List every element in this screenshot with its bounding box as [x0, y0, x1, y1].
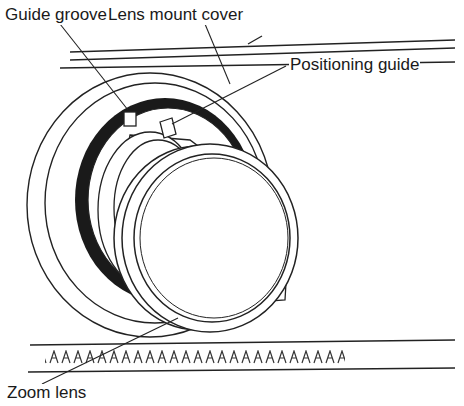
part-label: Zoom lens: [6, 384, 87, 403]
part-label: Guide groove: [4, 6, 108, 25]
leader-lines: [42, 24, 286, 384]
part-label: Positioning guide: [289, 56, 420, 75]
vent-row: [45, 350, 345, 364]
part-label: Lens mount cover: [107, 6, 244, 25]
